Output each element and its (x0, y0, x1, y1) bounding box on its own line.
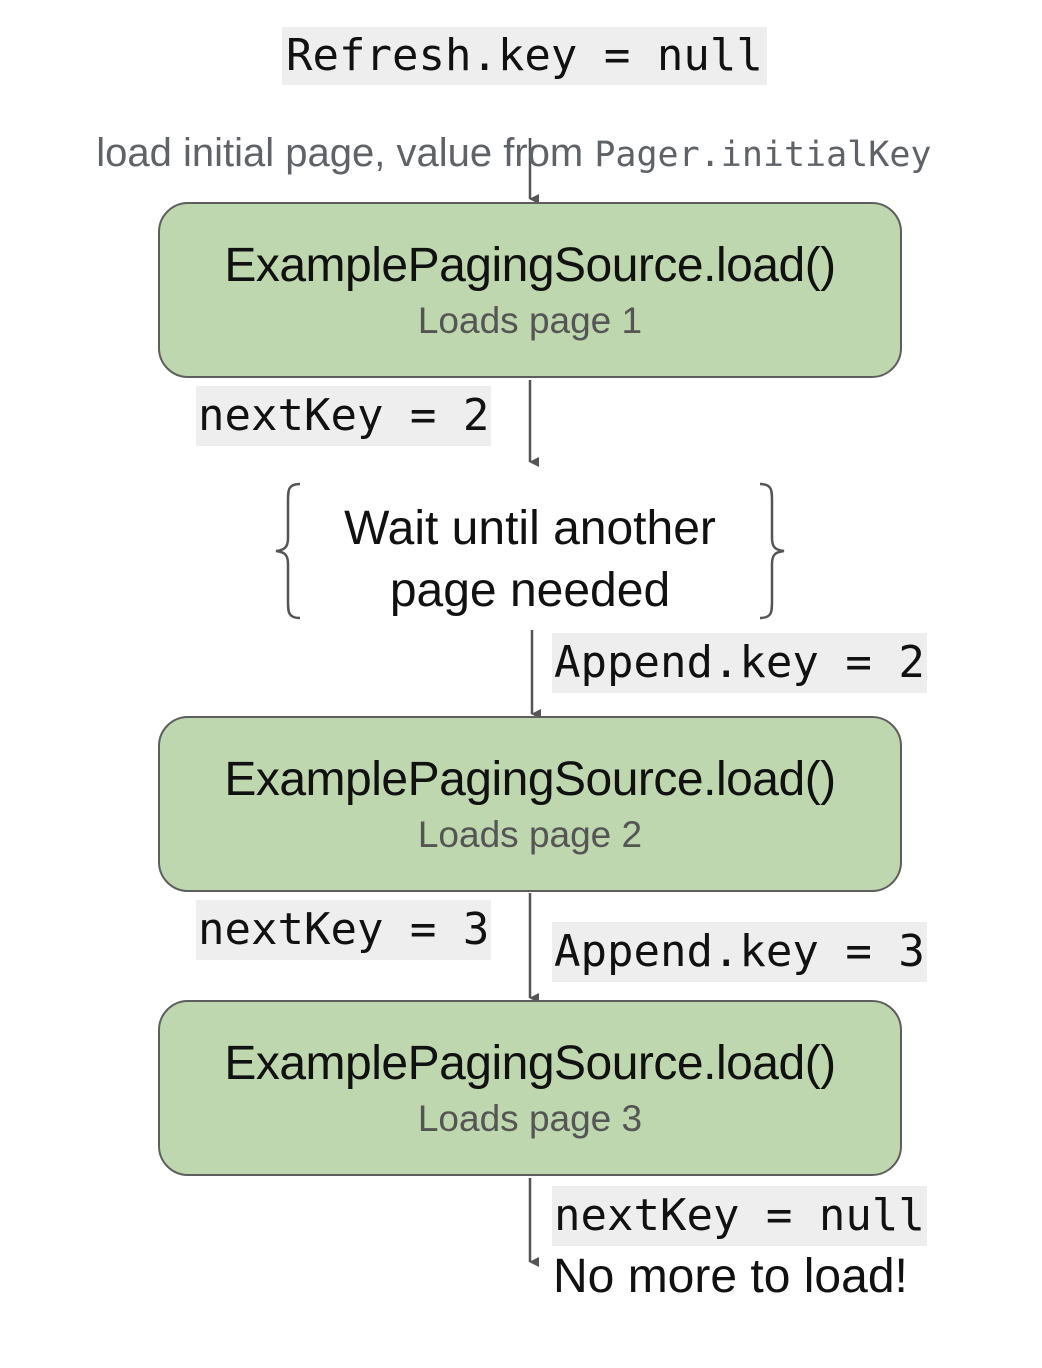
next-key-null-code: nextKey = null (552, 1186, 927, 1246)
load-box-title: ExamplePagingSource.load() (224, 753, 836, 806)
load-box-page-3: ExamplePagingSource.load() Loads page 3 (158, 1000, 902, 1176)
load-box-title: ExamplePagingSource.load() (224, 239, 836, 292)
next-key-code-1: nextKey = 2 (196, 386, 492, 446)
load-box-title: ExamplePagingSource.load() (224, 1037, 836, 1090)
right-brace (759, 482, 785, 620)
load-box-page-2: ExamplePagingSource.load() Loads page 2 (158, 716, 902, 892)
wait-message: Wait until another page needed (300, 498, 760, 622)
load-box-page-1: ExamplePagingSource.load() Loads page 1 (158, 202, 902, 378)
initial-load-caption-text: load initial page, value from (96, 131, 595, 175)
initial-key-code: Pager.initialKey (594, 135, 932, 175)
refresh-key-code: Refresh.key = null (282, 27, 767, 85)
load-box-subtitle: Loads page 3 (417, 1098, 643, 1139)
left-brace (275, 482, 301, 620)
initial-load-caption: load initial page, value from Pager.init… (74, 93, 931, 173)
load-box-subtitle: Loads page 1 (417, 300, 643, 341)
next-key-code-2: nextKey = 3 (196, 900, 492, 960)
load-box-subtitle: Loads page 2 (417, 814, 643, 855)
no-more-to-load-text: No more to load! (553, 1250, 908, 1303)
append-key-code-3: Append.key = 3 (552, 922, 927, 982)
wait-message-line-1: Wait until another (344, 502, 716, 555)
append-key-code-2: Append.key = 2 (552, 633, 927, 693)
wait-message-line-2: page needed (389, 564, 671, 617)
